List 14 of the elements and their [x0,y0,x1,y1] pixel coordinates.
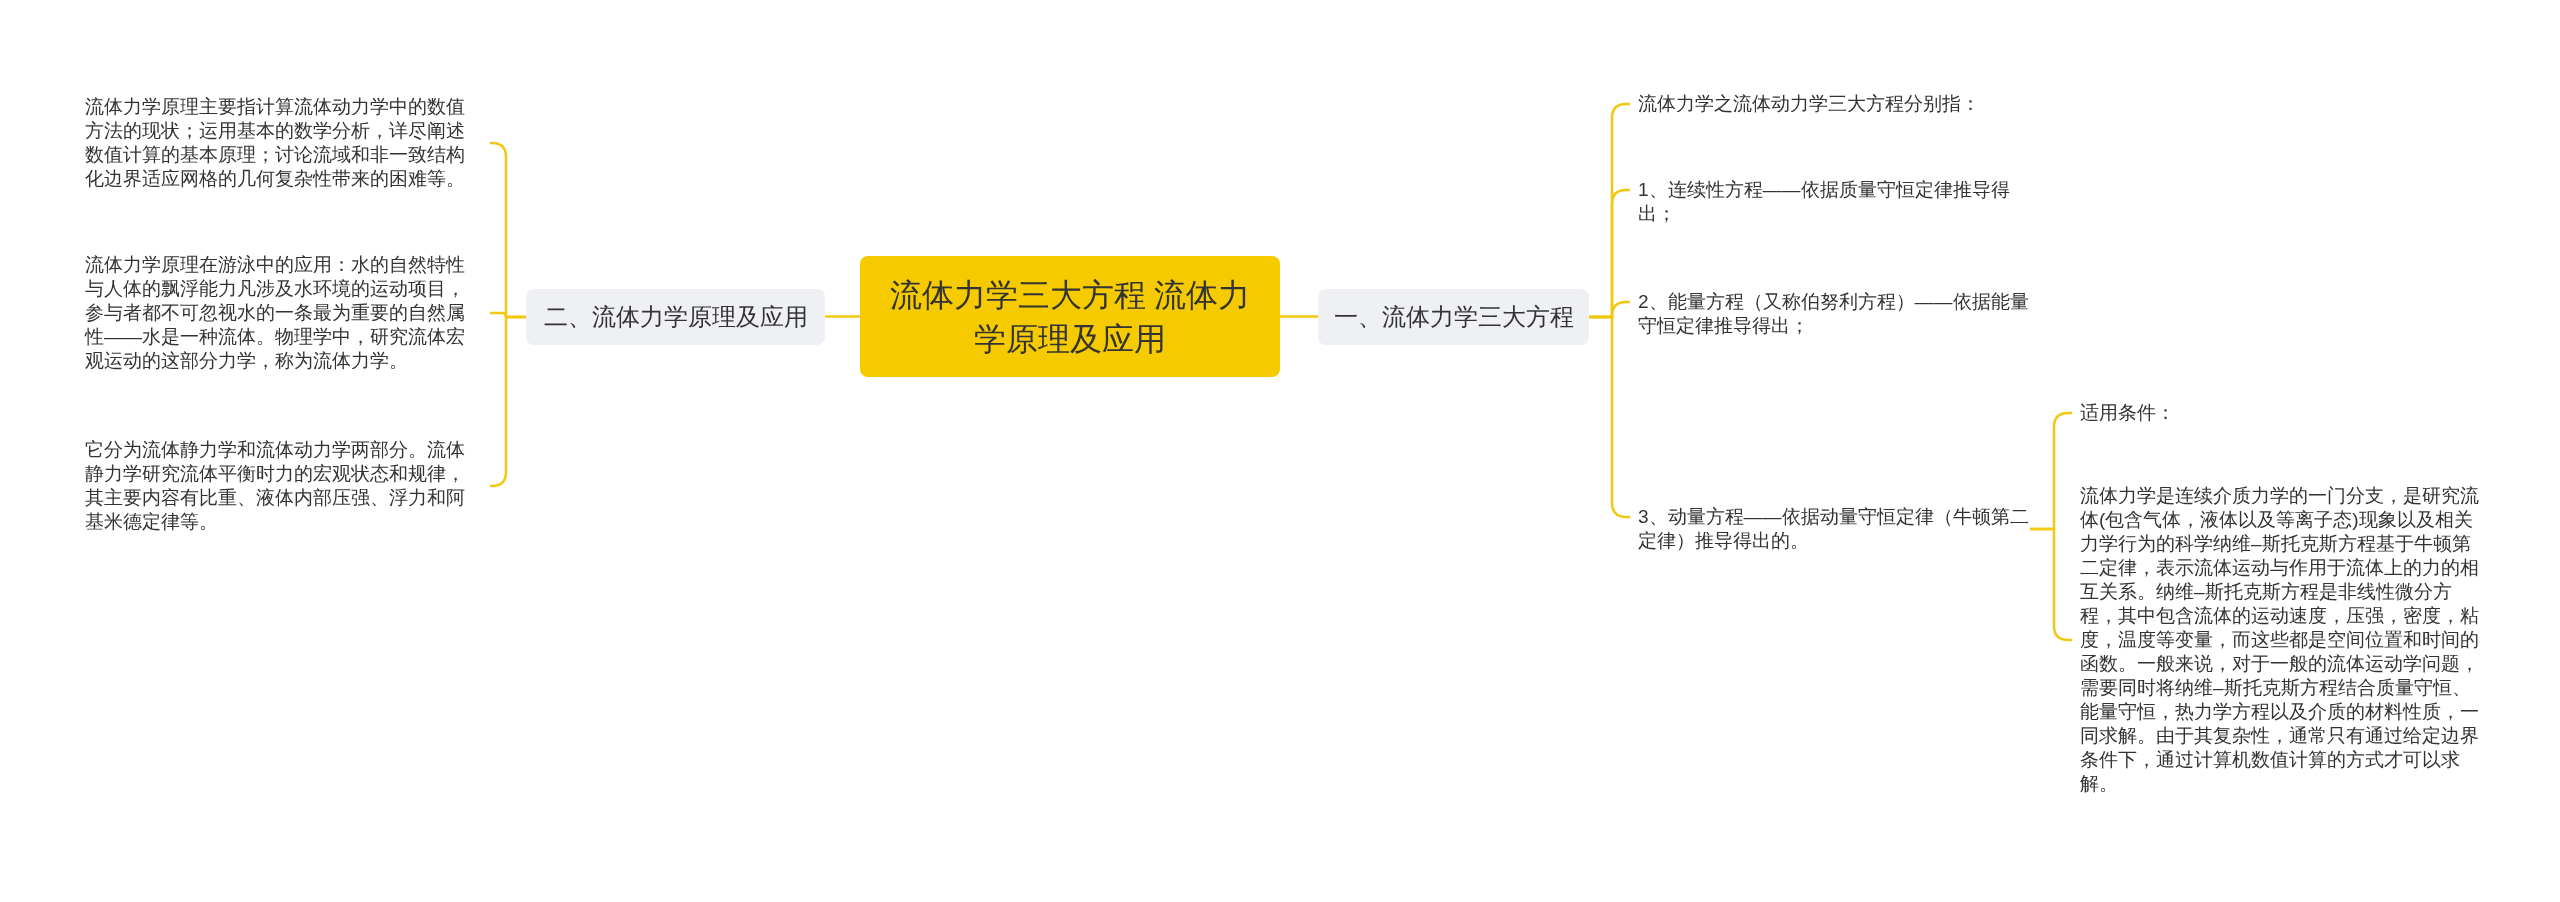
branch-text: 流体力学是连续介质力学的一门分支，是研究流体(包含气体，液体以及等离子态)现象以及相关力学行为的科学纳维–斯托克斯方程基于牛顿第二定律，表示流体运动与作用于流体上的力的相互关系。纳维–斯托克斯方程是非线性微分方程，其中包含流体的运动速度，压强，密度，粘度，温度等变量，而这些都是空间位置和时间的函数。一般来说，对于一般的流体运动学问题，需要同时将纳维–斯托克斯方程结合质量守恒、能量守恒，热力学方程以及介质的材料性质，一同求解。由于其复杂性，通常只有通过给定边界条件下，通过计算机数值计算的方式才可以求解。 [2072,484,2480,796]
topic-box: 一、流体力学三大方程 [1318,289,1589,345]
branch-text: 流体力学之流体动力学三大方程分别指： [1630,92,2030,116]
branch-text: 流体力学原理在游泳中的应用：水的自然特性与人体的飘浮能力凡涉及水环境的运动项目，参与者都不可忽视水的一条最为重要的自然属性——水是一种流体。物理学中，研究流体宏观运动的这部分力学，称为流体力学。 [85,253,490,373]
branch-text: 3、动量方程——依据动量守恒定律（牛顿第二定律）推导得出的。 [1630,505,2030,553]
branch-text: 2、能量方程（又称伯努利方程）——依据能量守恒定律推导得出； [1630,290,2030,338]
branch-text: 流体力学原理主要指计算流体动力学中的数值方法的现状；运用基本的数学分析，详尽阐述数值计算的基本原理；讨论流域和非一致结构化边界适应网格的几何复杂性带来的困难等。 [85,95,490,191]
connector-line [1280,315,1318,318]
connector-line [825,315,860,318]
topic-box: 二、流体力学原理及应用 [526,289,825,345]
branch-text: 适用条件： [2072,401,2372,425]
branch-text: 1、连续性方程——依据质量守恒定律推导得出； [1630,178,2030,226]
central-topic-box: 流体力学三大方程 流体力学原理及应用 [860,256,1280,377]
branch-text: 它分为流体静力学和流体动力学两部分。流体静力学研究流体平衡时力的宏观状态和规律，其主要内容有比重、液体内部压强、浮力和阿基米德定律等。 [85,438,490,534]
